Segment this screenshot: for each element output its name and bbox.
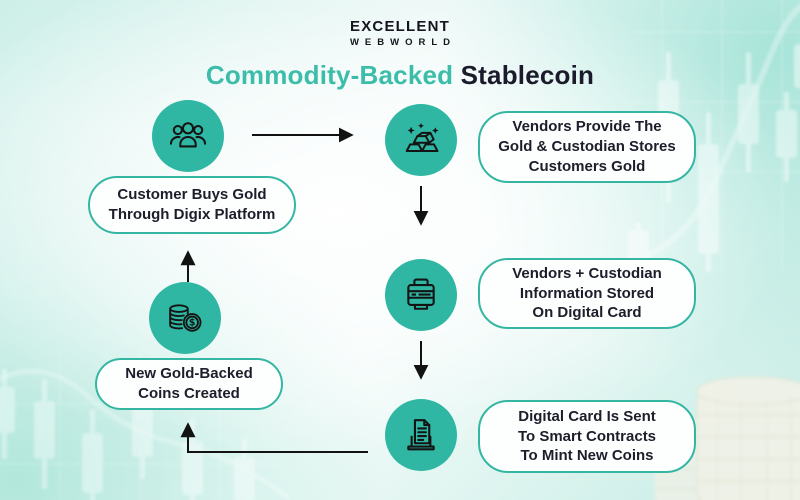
page-title-rest: Stablecoin [453,60,595,90]
brand-logo-bottom-text: WEBWORLD [349,37,457,48]
page-title: Commodity-Backed Stablecoin [0,60,800,91]
box-customer-buys-gold: Customer Buys Gold Through Digix Platfor… [88,176,296,234]
document-icon [407,419,435,451]
gold-bars-icon [405,122,439,152]
box-line: Information Stored [519,284,655,302]
card-printer-icon [407,278,435,310]
box-line: Digital Card Is Sent [518,407,656,425]
node-smart-contract [385,399,457,471]
box-vendors-provide-gold: Vendors Provide The Gold & Custodian Sto… [478,111,696,183]
box-vendors-custodian-info: Vendors + Custodian Information Stored O… [478,258,696,329]
page-title-accent: Commodity-Backed [205,60,454,90]
box-digital-card-sent: Digital Card Is Sent To Smart Contracts … [478,400,696,473]
arrow-contract-to-new-coins-box [180,422,368,453]
box-line: Coins Created [138,385,240,402]
box-line: Customers Gold [528,157,646,175]
box-line: New Gold-Backed [125,365,253,383]
brand-logo: EXCELLENT WEBWORLD [0,18,800,48]
people-group-icon [169,122,207,148]
box-line: To Mint New Coins [520,447,654,465]
coin-stack-icon: $ [169,304,202,332]
node-customers [152,100,224,172]
node-digital-card [385,259,457,331]
node-coins: $ [149,282,221,354]
box-line: Gold & Custodian Stores [498,138,676,156]
box-line: Through Digix Platform [108,206,276,223]
brand-logo-top-text: EXCELLENT [350,18,450,35]
box-line: Vendors Provide The [512,118,662,136]
box-line: On Digital Card [532,304,642,322]
box-line: Customer Buys Gold [117,186,267,204]
svg-text:$: $ [189,318,196,329]
box-new-coins-created: New Gold-Backed Coins Created [95,358,283,410]
box-line: To Smart Contracts [517,427,657,445]
box-line: Vendors + Custodian [512,264,662,282]
node-gold [385,104,457,176]
